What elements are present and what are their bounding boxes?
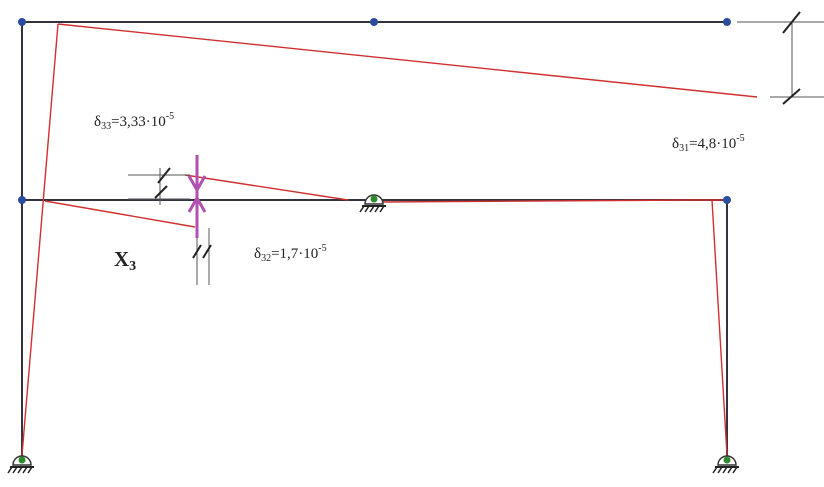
label-x3: X3 <box>114 247 137 274</box>
original-frame <box>21 21 728 458</box>
label-delta33: δ33=3,33·10-5 <box>94 111 175 132</box>
node-dot-icon <box>18 18 731 204</box>
dimension-tick-icon <box>782 11 801 105</box>
dimension-delta31 <box>737 21 824 98</box>
deformed-middle-right <box>379 199 694 203</box>
deformed-middle-left <box>44 200 196 228</box>
deformed-shape <box>21 23 758 456</box>
pin-support-icon <box>7 455 34 474</box>
dimension-tick-icon <box>154 167 171 199</box>
label-delta31: δ31=4,8·10-5 <box>672 133 745 154</box>
deformed-right-column-down <box>711 199 728 456</box>
pin-support-icon <box>712 455 739 474</box>
label-delta32: δ32=1,7·10-5 <box>254 243 327 264</box>
pin-support-icon <box>359 194 386 213</box>
deformed-middle-near-cut <box>184 174 349 201</box>
dimension-delta33 <box>128 168 190 205</box>
dimension-tick-icon <box>192 244 212 259</box>
deformed-left-column <box>21 23 59 456</box>
force-arrow-icon <box>187 155 207 238</box>
deformed-top-beam <box>57 23 758 98</box>
